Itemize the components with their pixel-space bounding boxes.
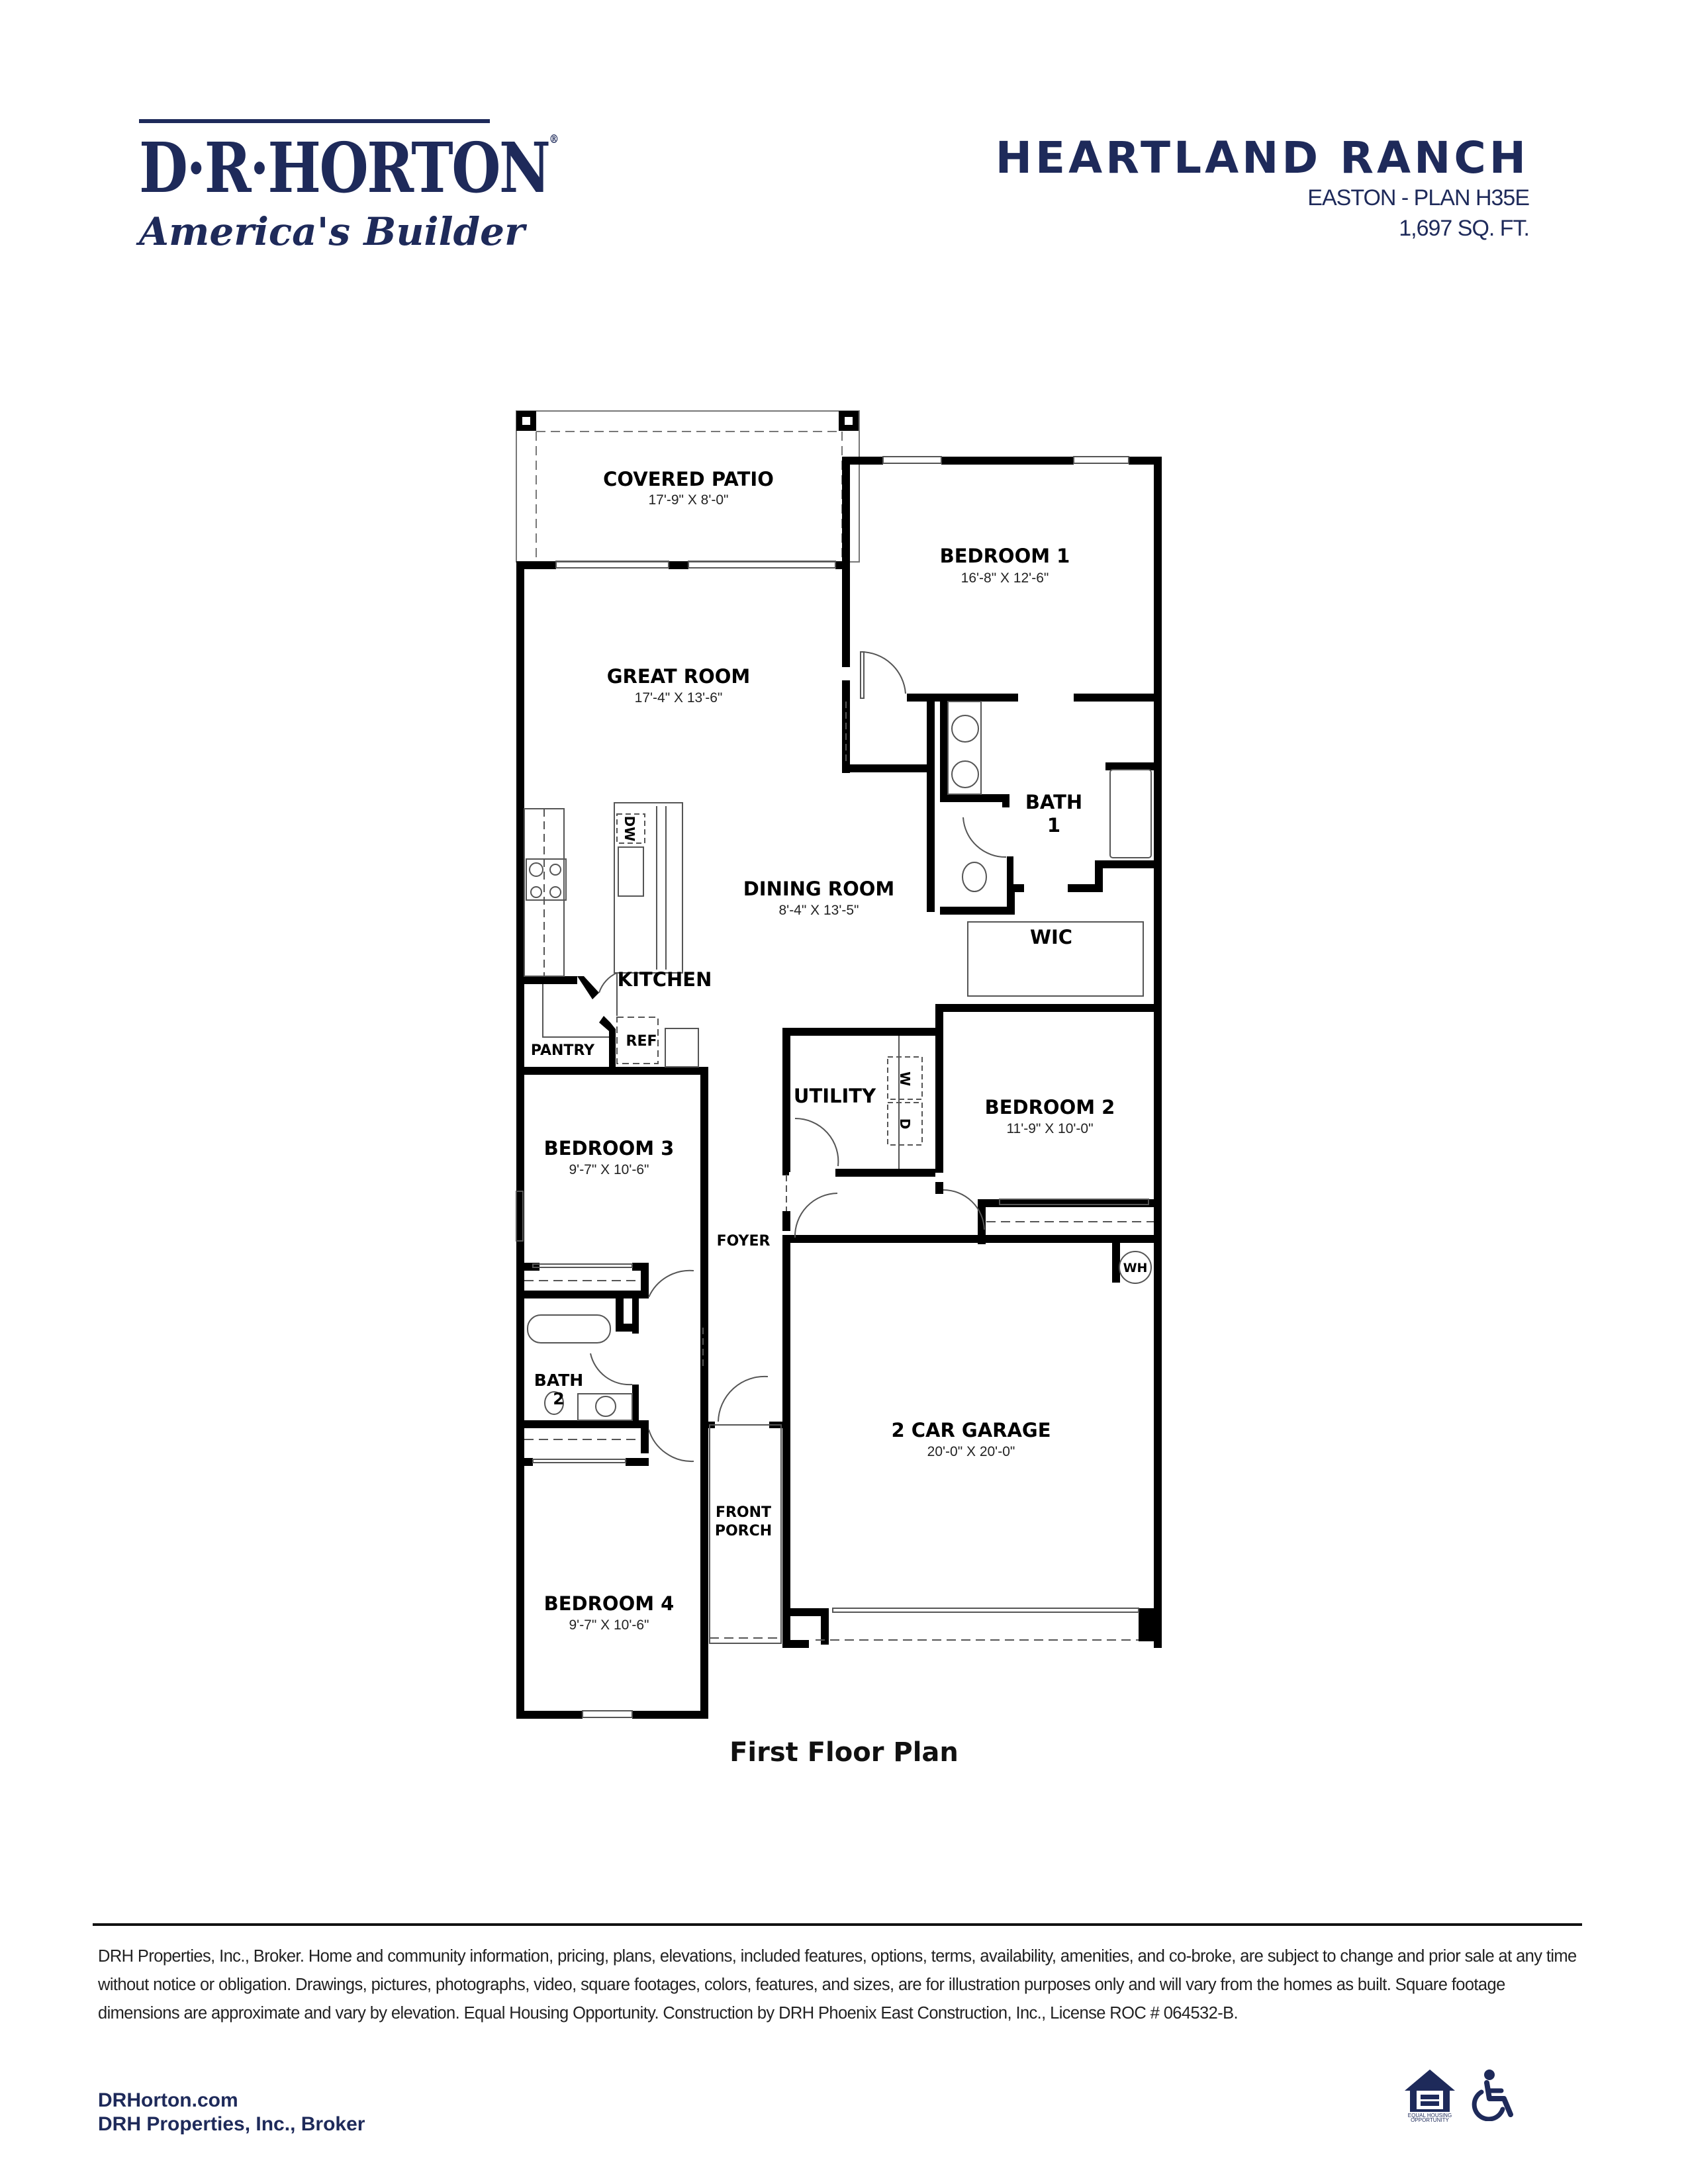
footer-icons: EQUAL HOUSING OPPORTUNITY	[1403, 2068, 1523, 2122]
footer-contact: DRHorton.com DRH Properties, Inc., Broke…	[98, 2089, 365, 2136]
room-label-bedroom-1: BEDROOM 1	[940, 545, 1070, 567]
room-label-bedroom-4: BEDROOM 4	[544, 1592, 675, 1615]
drhorton-logo: D·R·HORTON® America's Builder	[139, 119, 559, 254]
legal-disclaimer: DRH Properties, Inc., Broker. Home and c…	[98, 1947, 1577, 2023]
svg-text:PORCH: PORCH	[715, 1523, 772, 1539]
room-label-bedroom-2: BEDROOM 2	[985, 1096, 1115, 1118]
washer-label: W	[897, 1071, 913, 1086]
room-label-garage: 2 CAR GARAGE	[891, 1419, 1051, 1441]
room-label-covered-patio: COVERED PATIO	[603, 468, 774, 490]
dishwasher-label: DW	[622, 816, 637, 842]
svg-text:17'-4" X 13'-6": 17'-4" X 13'-6"	[635, 690, 723, 705]
walls	[516, 457, 1162, 1719]
svg-text:16'-8" X 12'-6": 16'-8" X 12'-6"	[961, 570, 1049, 586]
broker-name: DRH Properties, Inc., Broker	[98, 2113, 365, 2135]
room-label-great-room: GREAT ROOM	[607, 665, 751, 688]
svg-text:20'-0" X 20'-0": 20'-0" X 20'-0"	[927, 1444, 1015, 1459]
room-label-front-porch: FRONT	[716, 1504, 771, 1521]
svg-text:9'-7" X 10'-6": 9'-7" X 10'-6"	[569, 1617, 649, 1633]
water-heater-label: WH	[1123, 1261, 1148, 1275]
svg-text:11'-9" X 10'-0": 11'-9" X 10'-0"	[1006, 1121, 1093, 1136]
patio-post-icon	[516, 411, 859, 431]
community-name: HEARTLAND RANCH	[995, 132, 1529, 183]
dryer-label: D	[897, 1118, 913, 1130]
room-label-bath-1: BATH	[1025, 791, 1082, 813]
svg-text:8'-4" X 13'-5": 8'-4" X 13'-5"	[779, 903, 859, 918]
svg-text:1: 1	[1047, 814, 1060, 837]
footer-divider	[93, 1923, 1582, 1926]
equal-housing-icon: EQUAL HOUSING OPPORTUNITY	[1405, 2070, 1455, 2122]
room-label-pantry: PANTRY	[531, 1042, 595, 1059]
room-labels: COVERED PATIO 17'-9" X 8'-0" BEDROOM 1 1…	[531, 468, 1148, 1633]
room-label-foyer: FOYER	[717, 1233, 771, 1250]
title-block: HEARTLAND RANCH EASTON - PLAN H35E 1,697…	[995, 132, 1530, 244]
room-label-dining-room: DINING ROOM	[743, 878, 895, 900]
floor-plan-caption: First Floor Plan	[729, 1737, 959, 1768]
logo-tagline: America's Builder	[139, 209, 525, 254]
room-label-ref: REF	[626, 1033, 657, 1050]
plan-name: EASTON - PLAN H35E	[1307, 185, 1530, 210]
logo-rule	[139, 119, 490, 123]
svg-text:EQUAL HOUSING: EQUAL HOUSING	[1408, 2113, 1452, 2118]
room-label-bath-2: BATH	[534, 1371, 583, 1390]
room-label-kitchen: KITCHEN	[618, 968, 712, 991]
svg-text:2: 2	[553, 1389, 564, 1408]
room-label-wic: WIC	[1030, 926, 1072, 948]
website-link[interactable]: DRHorton.com	[98, 2089, 238, 2111]
square-footage: 1,697 SQ. FT.	[1399, 215, 1530, 241]
accessibility-icon	[1472, 2070, 1513, 2121]
svg-text:9'-7" X 10'-6": 9'-7" X 10'-6"	[569, 1162, 649, 1177]
room-label-utility: UTILITY	[794, 1085, 876, 1107]
logo-wordmark: D·R·HORTON®	[139, 127, 559, 208]
room-label-bedroom-3: BEDROOM 3	[544, 1137, 675, 1160]
svg-text:OPPORTUNITY: OPPORTUNITY	[1411, 2117, 1449, 2122]
svg-text:17'-9" X 8'-0": 17'-9" X 8'-0"	[649, 492, 729, 508]
